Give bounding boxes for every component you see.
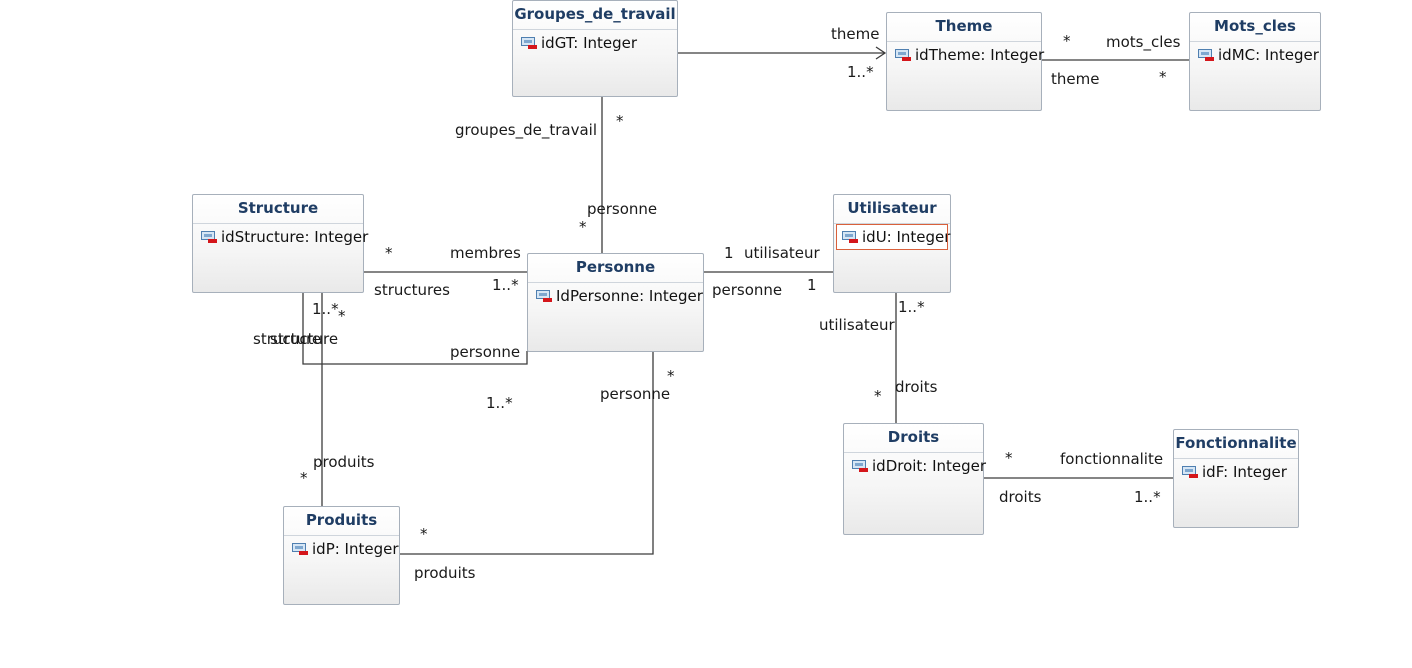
class-name: Droits xyxy=(844,424,983,453)
private-attribute-icon xyxy=(842,231,859,243)
private-attribute-icon xyxy=(895,49,912,61)
attribute-row[interactable]: idP: Integer xyxy=(286,536,399,562)
class-name: Personne xyxy=(528,254,703,283)
role-label: droits xyxy=(895,378,938,396)
attribute-text: idGT: Integer xyxy=(541,34,638,52)
multiplicity-label: * xyxy=(579,218,587,236)
class-utilisateur[interactable]: Utilisateur idU: Integer xyxy=(833,194,951,293)
attribute-row[interactable]: idDroit: Integer xyxy=(846,453,986,479)
class-name: Structure xyxy=(193,195,363,224)
attribute-text: idDroit: Integer xyxy=(872,457,987,475)
multiplicity-label: * xyxy=(300,469,308,487)
multiplicity-label: 1..* xyxy=(1134,488,1161,506)
class-name: Produits xyxy=(284,507,399,536)
attribute-row[interactable]: idF: Integer xyxy=(1176,459,1296,485)
private-attribute-icon xyxy=(521,37,538,49)
role-label: droits xyxy=(999,488,1042,506)
attribute-text: idF: Integer xyxy=(1202,463,1287,481)
role-label: structure xyxy=(270,330,339,348)
role-label: mots_cles xyxy=(1106,33,1181,51)
multiplicity-label: * xyxy=(667,367,675,385)
class-droits[interactable]: Droits idDroit: Integer xyxy=(843,423,986,535)
multiplicity-label: 1 xyxy=(724,244,734,262)
multiplicity-label: * xyxy=(616,112,624,130)
role-label: personne xyxy=(450,343,521,361)
role-label: utilisateur xyxy=(744,244,820,262)
role-label: personne xyxy=(712,281,783,299)
multiplicity-label: 1..* xyxy=(312,300,339,318)
class-name: Groupes_de_travail xyxy=(513,1,677,30)
private-attribute-icon xyxy=(201,231,218,243)
role-label: groupes_de_travail xyxy=(455,121,598,139)
assoc-personne-produits xyxy=(399,351,654,555)
arrowhead-icon xyxy=(875,46,887,60)
private-attribute-icon xyxy=(292,543,309,555)
private-attribute-icon xyxy=(1182,466,1199,478)
class-name: Fonctionnalite xyxy=(1174,430,1298,459)
attribute-row[interactable]: idMC: Integer xyxy=(1192,42,1319,68)
class-name: Theme xyxy=(887,13,1041,42)
attribute-row[interactable]: idStructure: Integer xyxy=(195,224,368,250)
private-attribute-icon xyxy=(536,290,553,302)
role-label: membres xyxy=(450,244,521,262)
private-attribute-icon xyxy=(852,460,869,472)
role-label: theme xyxy=(1051,70,1100,88)
role-label: produits xyxy=(414,564,476,582)
role-label: structures xyxy=(374,281,450,299)
role-label: personne xyxy=(600,385,671,403)
multiplicity-label: * xyxy=(420,525,428,543)
attribute-text: IdPersonne: Integer xyxy=(556,287,703,305)
role-label: fonctionnalite xyxy=(1060,450,1164,468)
multiplicity-label: 1..* xyxy=(898,298,925,316)
assoc-structure-personne-2 xyxy=(302,292,528,365)
class-structure[interactable]: Structure idStructure: Integer xyxy=(192,194,368,293)
class-personne[interactable]: Personne IdPersonne: Integer xyxy=(527,253,704,352)
multiplicity-label: * xyxy=(338,307,346,325)
attribute-row[interactable]: idTheme: Integer xyxy=(889,42,1044,68)
role-label: structure xyxy=(253,330,322,348)
attribute-row-selected[interactable]: idU: Integer xyxy=(836,224,951,250)
multiplicity-label: * xyxy=(874,387,882,405)
role-label: utilisateur xyxy=(819,316,895,334)
multiplicity-label: * xyxy=(1005,449,1013,467)
multiplicity-label: 1..* xyxy=(847,63,874,81)
attribute-text: idU: Integer xyxy=(862,228,951,246)
class-mots-cles[interactable]: Mots_cles idMC: Integer xyxy=(1189,12,1321,111)
multiplicity-label: * xyxy=(1159,68,1167,86)
multiplicity-label: * xyxy=(385,244,393,262)
class-theme[interactable]: Theme idTheme: Integer xyxy=(886,12,1044,111)
role-label: theme xyxy=(831,25,880,43)
role-label: personne xyxy=(587,200,658,218)
class-fonctionnalite[interactable]: Fonctionnalite idF: Integer xyxy=(1173,429,1299,528)
attribute-text: idMC: Integer xyxy=(1218,46,1319,64)
class-groupes-de-travail[interactable]: Groupes_de_travail idGT: Integer xyxy=(512,0,678,97)
attribute-text: idP: Integer xyxy=(312,540,399,558)
attribute-row[interactable]: IdPersonne: Integer xyxy=(530,283,703,309)
class-name: Utilisateur xyxy=(834,195,950,224)
class-produits[interactable]: Produits idP: Integer xyxy=(283,506,400,605)
private-attribute-icon xyxy=(1198,49,1215,61)
multiplicity-label: * xyxy=(1063,32,1071,50)
role-label: produits xyxy=(313,453,375,471)
class-name: Mots_cles xyxy=(1190,13,1320,42)
attribute-row[interactable]: idGT: Integer xyxy=(515,30,675,56)
attribute-text: idTheme: Integer xyxy=(915,46,1045,64)
multiplicity-label: 1 xyxy=(807,276,817,294)
multiplicity-label: 1..* xyxy=(486,394,513,412)
attribute-text: idStructure: Integer xyxy=(221,228,369,246)
multiplicity-label: 1..* xyxy=(492,276,519,294)
